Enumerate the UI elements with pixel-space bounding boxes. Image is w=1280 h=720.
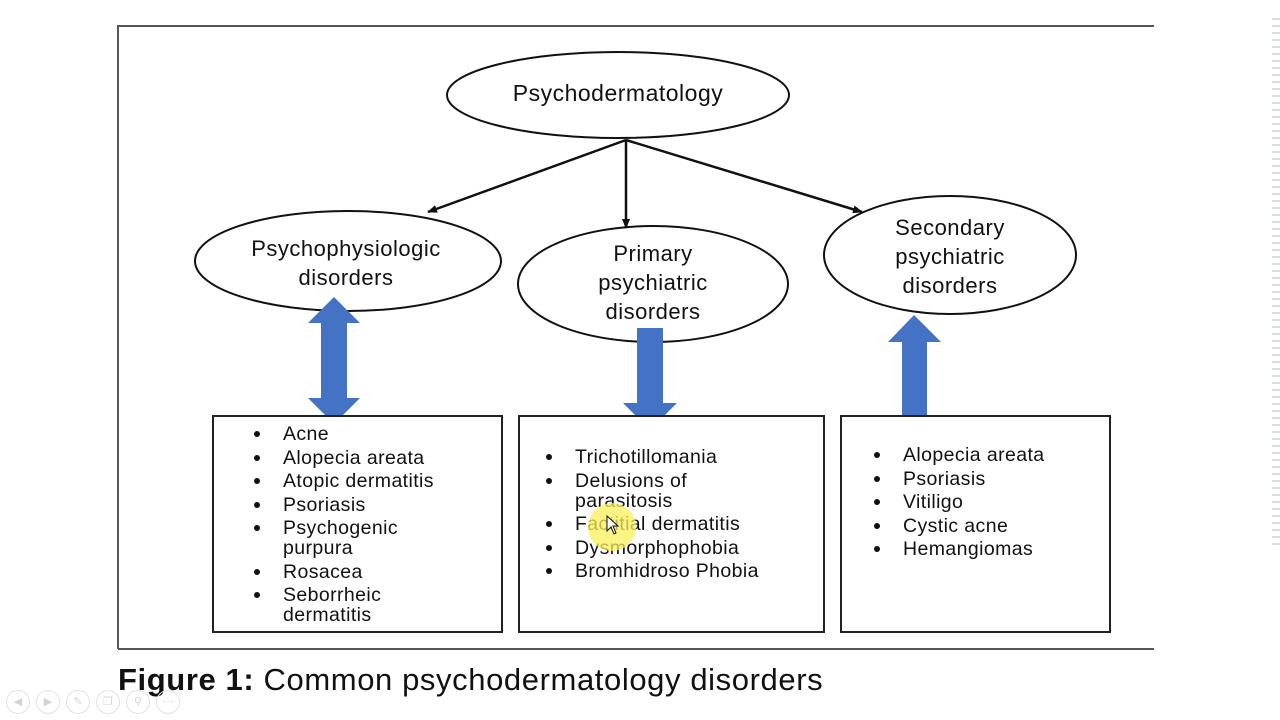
list-item: Trichotillomania	[542, 447, 759, 467]
slide-thumbnail-strip	[1272, 18, 1280, 548]
list-item: Factitial dermatitis	[542, 514, 759, 534]
root-ellipse	[446, 51, 790, 139]
list-item: Hemangiomas	[870, 539, 1045, 559]
list-item: Vitiligo	[870, 492, 1045, 512]
list-item: Psychogenic purpura	[250, 518, 434, 558]
category-title-1: Psychophysiologic disorders	[251, 236, 441, 290]
list-item: Dysmorphophobia	[542, 538, 759, 558]
list-item: Psoriasis	[870, 469, 1045, 489]
disorder-list-2: Trichotillomania Delusions of parasitosi…	[542, 447, 759, 585]
upward-blue-arrow	[888, 315, 941, 416]
list-item: Alopecia areata	[870, 445, 1045, 465]
list-item: Atopic dermatitis	[250, 471, 434, 491]
cursor-arrow-icon	[606, 515, 620, 535]
next-icon[interactable]: ▶	[36, 690, 60, 714]
connector-arrow-left	[427, 138, 627, 214]
list-item: Alopecia areata	[250, 448, 434, 468]
root-node-label: Psychodermatology	[512, 80, 724, 106]
more-icon[interactable]: ⋯	[156, 690, 180, 714]
list-item: Rosacea	[250, 562, 434, 582]
list-item: Acne	[250, 424, 434, 444]
list-item: Bromhidroso Phobia	[542, 561, 759, 581]
category-ellipse-3	[823, 195, 1077, 315]
figure-frame-left	[117, 25, 119, 649]
figure-caption: Figure 1: Common psychodermatology disor…	[118, 662, 823, 698]
category-title-3: Secondary psychiatric disorders	[895, 215, 1005, 298]
pen-icon[interactable]: ✎	[66, 690, 90, 714]
disorder-list-1: Acne Alopecia areata Atopic dermatitis P…	[250, 424, 434, 629]
zoom-icon[interactable]: ⚲	[126, 690, 150, 714]
list-box-3: Alopecia areata Psoriasis Vitiligo Cysti…	[840, 415, 1111, 633]
disorder-list-3: Alopecia areata Psoriasis Vitiligo Cysti…	[870, 445, 1045, 563]
list-item: Delusions of parasitosis	[542, 471, 759, 511]
bidirectional-blue-arrow	[308, 297, 360, 424]
downward-blue-arrow	[623, 328, 677, 430]
copy-icon[interactable]: ❐	[96, 690, 120, 714]
list-box-1: Acne Alopecia areata Atopic dermatitis P…	[212, 415, 503, 633]
list-box-2: Trichotillomania Delusions of parasitosi…	[518, 415, 825, 633]
list-item: Cystic acne	[870, 516, 1045, 536]
previous-icon[interactable]: ◀	[6, 690, 30, 714]
figure-frame-top	[118, 25, 1154, 27]
caption-text: Common psychodermatology disorders	[254, 662, 824, 697]
list-item: Psoriasis	[250, 495, 434, 515]
category-title-2: Primary psychiatric disorders	[598, 241, 708, 324]
connector-arrow-right	[625, 138, 863, 214]
list-item: Seborrheic dermatitis	[250, 585, 434, 625]
presentation-controls: ◀ ▶ ✎ ❐ ⚲ ⋯	[6, 690, 180, 714]
figure-frame-bottom	[118, 648, 1154, 650]
